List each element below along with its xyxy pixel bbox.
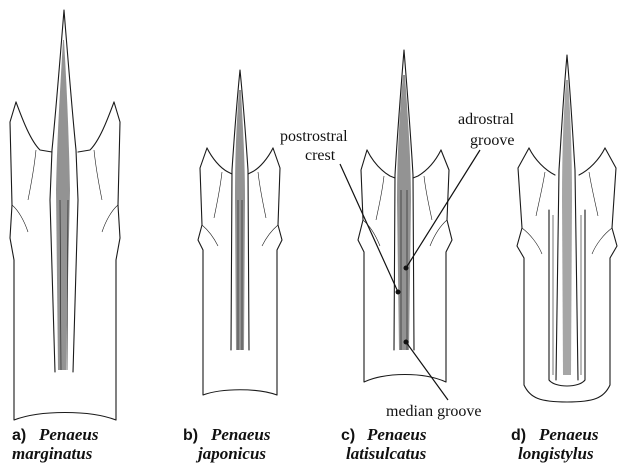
caption-d-letter: d) <box>511 427 526 444</box>
median-groove-label: median groove <box>386 403 482 420</box>
caption-a-genus: Penaeus <box>38 425 99 444</box>
postrostral-label-line1: postrostral <box>280 128 348 145</box>
caption-b-species: japonicus <box>195 444 266 463</box>
postrostral-leader-line <box>340 164 398 292</box>
caption-d-species: longistylus <box>518 444 594 463</box>
carapace-b-drawing <box>198 70 282 395</box>
carapace-c-drawing <box>358 50 452 382</box>
adrostral-label-line2: groove <box>470 132 514 149</box>
adrostral-leader-dot <box>404 266 409 271</box>
caption-b-genus: Penaeus <box>210 425 271 444</box>
caption-b-letter: b) <box>183 427 198 444</box>
caption-c-letter: c) <box>341 427 355 444</box>
median-groove-leader-dot <box>404 340 409 345</box>
caption-c-species: latisulcatus <box>346 444 427 463</box>
carapace-d-drawing <box>517 55 617 402</box>
caption-d-genus: Penaeus <box>538 425 599 444</box>
postrostral-label-line2: crest <box>305 147 336 164</box>
adrostral-label-line1: adrostral <box>458 111 515 128</box>
caption-a-letter: a) <box>12 427 26 444</box>
caption-a-species: marginatus <box>12 444 93 463</box>
caption-c-genus: Penaeus <box>366 425 427 444</box>
adrostral-leader-line <box>406 150 480 268</box>
postrostral-leader-dot <box>396 290 401 295</box>
carapace-a-drawing <box>10 10 120 420</box>
median-groove-leader-line <box>406 342 448 400</box>
